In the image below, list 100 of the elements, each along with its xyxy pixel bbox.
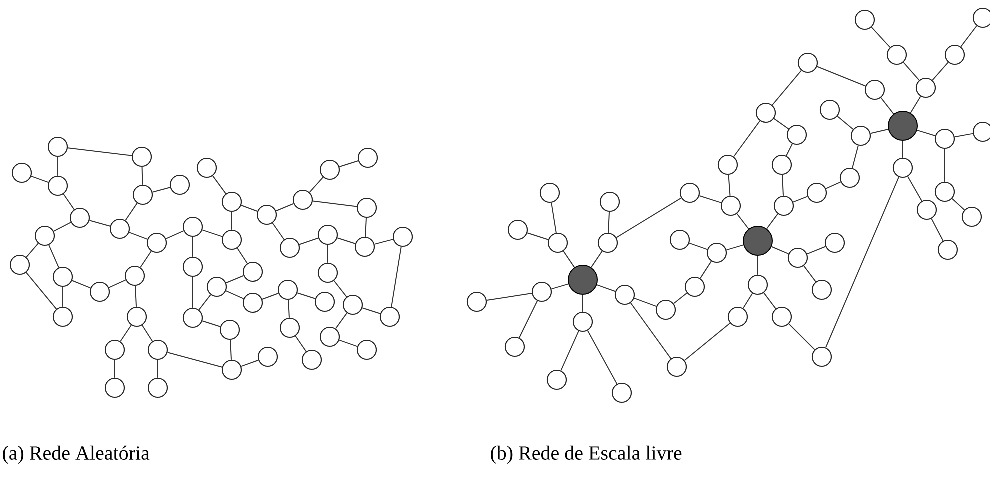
network-link bbox=[931, 218, 944, 242]
network-link bbox=[262, 293, 280, 300]
network-link bbox=[871, 26, 891, 48]
network-link bbox=[192, 236, 194, 258]
network-link bbox=[237, 248, 248, 264]
network-node bbox=[972, 122, 990, 142]
network-node bbox=[302, 350, 322, 370]
network-node bbox=[104, 340, 126, 360]
network-link bbox=[684, 322, 731, 362]
network-link bbox=[788, 324, 816, 350]
network-node bbox=[670, 230, 690, 250]
network-node bbox=[380, 306, 400, 328]
network-link bbox=[120, 324, 132, 342]
network-node bbox=[812, 346, 832, 368]
network-node bbox=[34, 226, 56, 246]
network-node bbox=[728, 306, 748, 328]
network-node bbox=[548, 232, 568, 254]
network-link bbox=[295, 336, 307, 352]
network-node bbox=[934, 182, 956, 202]
network-node bbox=[944, 44, 966, 66]
network-link bbox=[198, 294, 212, 311]
network-node bbox=[104, 378, 126, 398]
network-node bbox=[52, 266, 74, 288]
network-link bbox=[673, 292, 688, 304]
network-link bbox=[960, 26, 978, 48]
network-link bbox=[910, 96, 922, 114]
network-link bbox=[742, 293, 754, 309]
network-link bbox=[26, 272, 58, 310]
network-link bbox=[582, 294, 584, 312]
network-link bbox=[230, 340, 232, 360]
network-node bbox=[772, 154, 792, 176]
network-link bbox=[339, 160, 359, 168]
network-link bbox=[903, 62, 920, 81]
network-node bbox=[706, 242, 728, 264]
network-node bbox=[52, 306, 74, 328]
network-link bbox=[125, 202, 138, 222]
network-link bbox=[616, 198, 682, 238]
network-link bbox=[771, 246, 790, 255]
network-link bbox=[486, 293, 533, 301]
network-link bbox=[335, 312, 348, 330]
network-link bbox=[774, 118, 790, 130]
network-link bbox=[48, 244, 60, 268]
hub-node bbox=[743, 226, 773, 256]
network-node bbox=[916, 200, 938, 220]
network-node bbox=[318, 262, 338, 284]
network-link bbox=[596, 284, 616, 292]
network-link bbox=[699, 196, 722, 204]
network-link bbox=[299, 238, 319, 246]
network-node bbox=[90, 282, 110, 302]
network-link bbox=[72, 280, 92, 289]
network-link bbox=[339, 340, 358, 348]
network-node bbox=[242, 262, 264, 282]
network-link bbox=[334, 280, 348, 298]
network-node bbox=[748, 274, 768, 296]
network-node bbox=[292, 190, 314, 210]
network-node bbox=[720, 196, 742, 216]
network-node bbox=[666, 356, 688, 378]
network-link bbox=[142, 166, 144, 186]
network-link bbox=[62, 286, 64, 308]
network-node bbox=[146, 232, 168, 254]
network-link bbox=[309, 176, 324, 194]
network-node bbox=[916, 78, 936, 98]
network-node bbox=[756, 102, 776, 124]
network-link bbox=[108, 280, 126, 288]
network-link bbox=[26, 243, 39, 258]
network-link bbox=[114, 360, 116, 378]
network-node bbox=[124, 266, 146, 286]
network-node bbox=[354, 236, 376, 258]
network-node bbox=[934, 128, 956, 150]
network-node bbox=[242, 292, 264, 314]
network-link bbox=[952, 198, 966, 211]
network-node bbox=[392, 226, 414, 248]
network-node bbox=[358, 148, 378, 168]
network-node bbox=[508, 220, 528, 240]
network-node bbox=[206, 276, 228, 298]
network-link bbox=[166, 230, 184, 240]
network-node bbox=[886, 44, 908, 66]
network-node bbox=[812, 280, 832, 300]
network-node bbox=[170, 174, 190, 196]
network-node bbox=[850, 126, 872, 146]
caption: (b) Rede de Escala livre bbox=[491, 446, 682, 464]
network-node bbox=[806, 182, 828, 204]
network-node bbox=[656, 300, 676, 320]
network-node bbox=[532, 282, 552, 302]
network-node bbox=[600, 192, 620, 212]
network-link bbox=[374, 239, 394, 245]
network-link bbox=[551, 284, 570, 290]
network-link bbox=[560, 330, 580, 372]
network-node bbox=[774, 196, 794, 216]
network-node bbox=[820, 100, 840, 120]
network-node bbox=[148, 378, 168, 398]
network-link bbox=[764, 292, 776, 310]
network-node bbox=[110, 218, 130, 240]
network-node bbox=[680, 182, 700, 204]
network-link bbox=[192, 276, 194, 308]
network-node bbox=[256, 204, 278, 226]
network-link bbox=[337, 238, 356, 244]
network-link bbox=[852, 145, 859, 169]
network-link bbox=[932, 62, 949, 81]
network-link bbox=[816, 66, 866, 87]
